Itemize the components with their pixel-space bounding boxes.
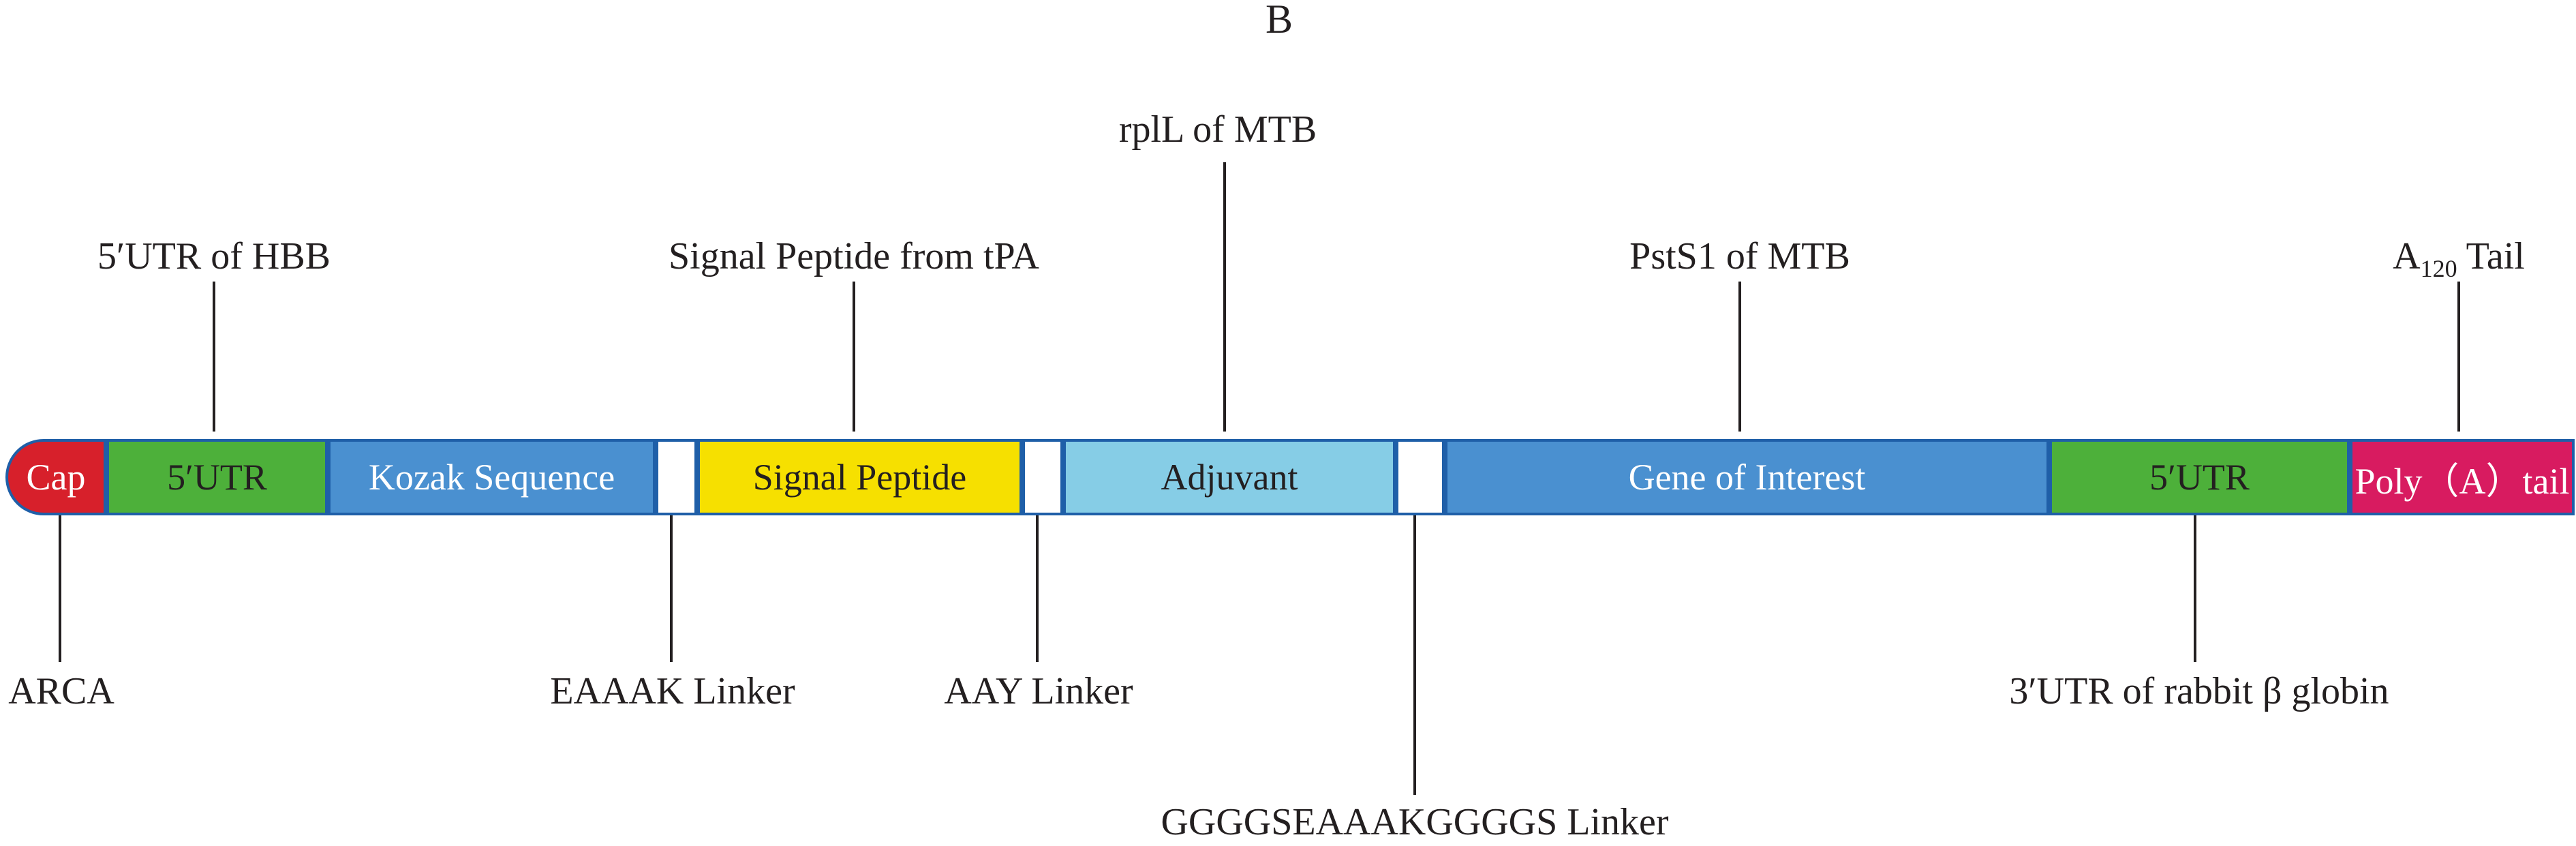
label-arca: ARCA xyxy=(8,670,114,712)
segment-aay-linker xyxy=(1022,439,1063,515)
leader-aay-linker xyxy=(1036,515,1039,662)
label-a120-tail: A120 Tail xyxy=(2393,232,2525,284)
leader-eaaak-linker xyxy=(670,515,673,662)
label-psts1-of-mtb: PstS1 of MTB xyxy=(1629,235,1850,277)
segment-kozak-sequence: Kozak Sequence xyxy=(328,439,656,515)
a120-subscript: 120 xyxy=(2420,255,2457,282)
a120-base: A xyxy=(2393,235,2421,277)
panel-label: B xyxy=(1265,0,1293,42)
leader-ggggseaaakggggs-linker xyxy=(1413,515,1416,795)
label-3utr-of-rabbit-globin: 3′UTR of rabbit β globin xyxy=(2009,670,2389,712)
segment-cap-label: Cap xyxy=(26,457,86,498)
segment-3utr: 5′UTR xyxy=(2049,439,2350,515)
leader-3utr-of-rabbit-globin xyxy=(2194,515,2196,662)
label-aay-linker: AAY Linker xyxy=(944,670,1133,712)
segment-signal-peptide: Signal Peptide xyxy=(697,439,1022,515)
label-eaaak-linker: EAAAK Linker xyxy=(550,670,795,712)
construct-bar: Cap 5′UTR Kozak Sequence Signal Peptide … xyxy=(5,439,2575,515)
segment-gene-of-interest-label: Gene of Interest xyxy=(1628,457,1866,498)
leader-arca xyxy=(59,515,61,662)
segment-signal-peptide-label: Signal Peptide xyxy=(752,457,967,498)
segment-kozak-label: Kozak Sequence xyxy=(368,457,615,498)
segment-cap: Cap xyxy=(5,439,106,515)
segment-poly-a-tail-label: Poly（A）tail xyxy=(2355,460,2570,502)
segment-ggggseaaakggggs-linker xyxy=(1396,439,1445,515)
segment-adjuvant: Adjuvant xyxy=(1063,439,1396,515)
leader-a120-tail xyxy=(2457,282,2460,432)
leader-psts1-of-mtb xyxy=(1738,282,1741,432)
segment-adjuvant-label: Adjuvant xyxy=(1161,457,1298,498)
leader-rpll-of-mtb xyxy=(1223,162,1226,432)
label-ggggseaaakggggs-linker: GGGGSEAAAKGGGGS Linker xyxy=(1161,801,1669,843)
segment-3utr-label: 5′UTR xyxy=(2149,457,2250,498)
leader-signal-peptide-from-tpa xyxy=(853,282,855,432)
label-5utr-of-hbb: 5′UTR of HBB xyxy=(97,235,331,277)
a120-tail-text: Tail xyxy=(2457,235,2525,277)
segment-5utr-label: 5′UTR xyxy=(167,457,267,498)
label-signal-peptide-from-tpa: Signal Peptide from tPA xyxy=(669,235,1039,277)
segment-gene-of-interest: Gene of Interest xyxy=(1445,439,2049,515)
segment-poly-a-tail: Poly（A）tail xyxy=(2350,439,2575,515)
leader-5utr-of-hbb xyxy=(213,282,215,432)
segment-eaaak-linker xyxy=(656,439,697,515)
segment-5utr: 5′UTR xyxy=(106,439,328,515)
label-rpll-of-mtb: rplL of MTB xyxy=(1118,108,1317,151)
